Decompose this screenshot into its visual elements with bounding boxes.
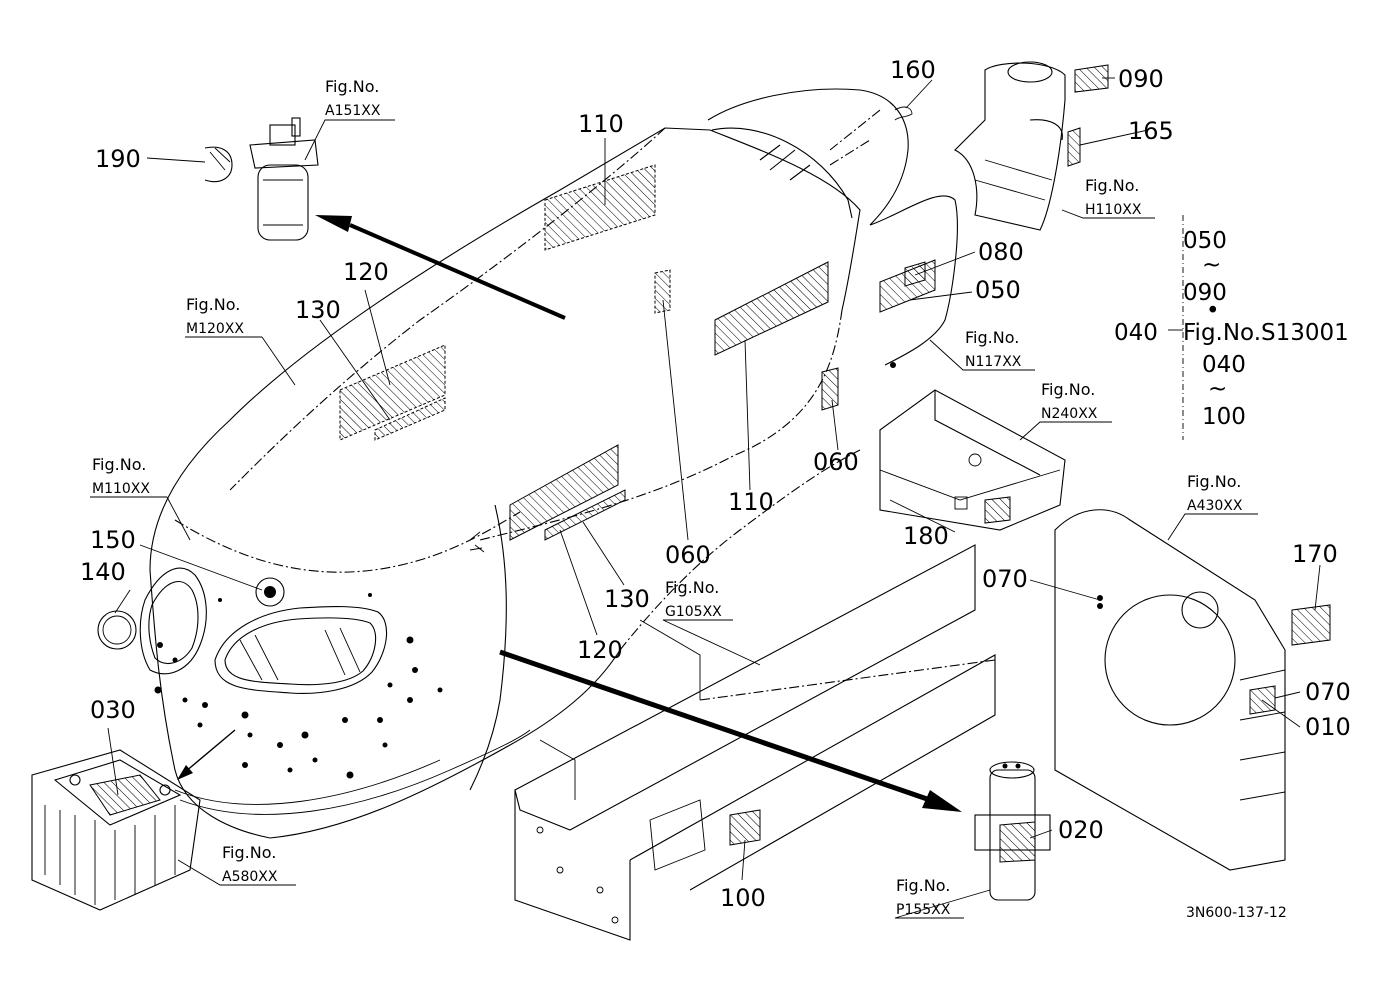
fig-label-n117: Fig.No.	[965, 328, 1019, 347]
fig-code-n117: N117XX	[965, 354, 1022, 370]
decal-020	[999, 821, 1036, 863]
decal-130-side	[544, 489, 626, 541]
label-150: 150	[90, 526, 136, 554]
series-fig: Fig.No.S13001	[1183, 320, 1349, 346]
hood-assembly	[139, 127, 861, 839]
series-line-1: 050	[1183, 228, 1227, 254]
decal-120-top	[339, 344, 446, 441]
label-130-top: 130	[295, 296, 341, 324]
fig-code-h110: H110XX	[1085, 202, 1142, 218]
label-180: 180	[903, 522, 949, 550]
series-line-2: 090	[1183, 280, 1227, 306]
label-030: 030	[90, 696, 136, 724]
fig-label-h110: Fig.No.	[1085, 176, 1139, 195]
decal-130-top	[374, 397, 446, 441]
radiator-shroud	[1054, 509, 1331, 871]
decal-120-side	[509, 444, 619, 541]
fig-code-m120: M120XX	[186, 321, 244, 337]
part-labels: 190 160 090 165 110 120 130 080 050 060 …	[80, 56, 1351, 912]
label-060-side: 060	[813, 448, 859, 476]
fig-label-a580: Fig.No.	[222, 843, 276, 862]
fig-label-n240: Fig.No.	[1041, 380, 1095, 399]
label-110-side: 110	[728, 488, 774, 516]
battery	[31, 749, 201, 911]
fig-label-g105: Fig.No.	[665, 578, 719, 597]
bracket-n240	[879, 389, 1066, 531]
cylinder-p155	[974, 761, 1051, 901]
fig-code-g105: G105XX	[665, 604, 722, 620]
label-160: 160	[890, 56, 936, 84]
label-120-side: 120	[577, 636, 623, 664]
label-170: 170	[1292, 540, 1338, 568]
decal-030	[89, 774, 161, 816]
label-070-frame: 070	[982, 565, 1028, 593]
decal-060-top	[654, 269, 671, 314]
fig-code-a151: A151XX	[325, 103, 381, 119]
label-100: 100	[720, 884, 766, 912]
fig-label-m120: Fig.No.	[186, 295, 240, 314]
series-tilde-2: ~	[1208, 376, 1227, 402]
label-060-top: 060	[665, 541, 711, 569]
drawing-code: 3N600-137-12	[1186, 905, 1287, 921]
label-190: 190	[95, 145, 141, 173]
emblem-140	[97, 610, 137, 650]
fig-code-a430: A430XX	[1187, 498, 1243, 514]
fig-label-m110: Fig.No.	[92, 455, 146, 474]
fig-label-a430: Fig.No.	[1187, 472, 1241, 491]
series-dot: •	[1206, 298, 1220, 324]
decal-170	[1291, 604, 1331, 646]
series-tilde-1: ~	[1202, 252, 1221, 278]
column-cover	[954, 61, 1109, 231]
label-120-top: 120	[343, 258, 389, 286]
fig-code-a580: A580XX	[222, 869, 278, 885]
label-130-side: 130	[604, 585, 650, 613]
label-080: 080	[978, 238, 1024, 266]
figure-references: Fig.No. A151XX Fig.No. H110XX Fig.No. M1…	[92, 77, 1243, 918]
series-line-3: 040	[1202, 352, 1246, 378]
fuel-filter	[204, 117, 319, 241]
label-040: 040	[1114, 320, 1158, 346]
label-070-rad: 070	[1305, 678, 1351, 706]
fig-code-n240: N240XX	[1041, 406, 1098, 422]
front-frame	[514, 544, 996, 941]
decal-110-side	[714, 261, 829, 356]
label-050: 050	[975, 276, 1021, 304]
decal-060-side	[821, 367, 839, 411]
label-110-top: 110	[578, 110, 624, 138]
fig-code-p155: P155XX	[896, 902, 951, 918]
series-reference: 050 ~ 090 • Fig.No.S13001 040 ~ 100	[1183, 228, 1349, 430]
decal-090	[1074, 64, 1109, 93]
label-090: 090	[1118, 65, 1164, 93]
direction-arrows	[177, 215, 962, 812]
fig-code-m110: M110XX	[92, 481, 150, 497]
decal-110-top	[544, 164, 656, 251]
fig-label-p155: Fig.No.	[896, 876, 950, 895]
label-165: 165	[1128, 117, 1174, 145]
decal-165	[1067, 127, 1081, 167]
leader-lines	[90, 77, 1321, 919]
label-010: 010	[1305, 713, 1351, 741]
decal-100	[729, 809, 761, 846]
fig-label-a151: Fig.No.	[325, 77, 379, 96]
label-020: 020	[1058, 816, 1104, 844]
decal-180	[984, 496, 1011, 524]
label-140: 140	[80, 558, 126, 586]
series-line-4: 100	[1202, 404, 1246, 430]
decal-080	[904, 261, 926, 287]
